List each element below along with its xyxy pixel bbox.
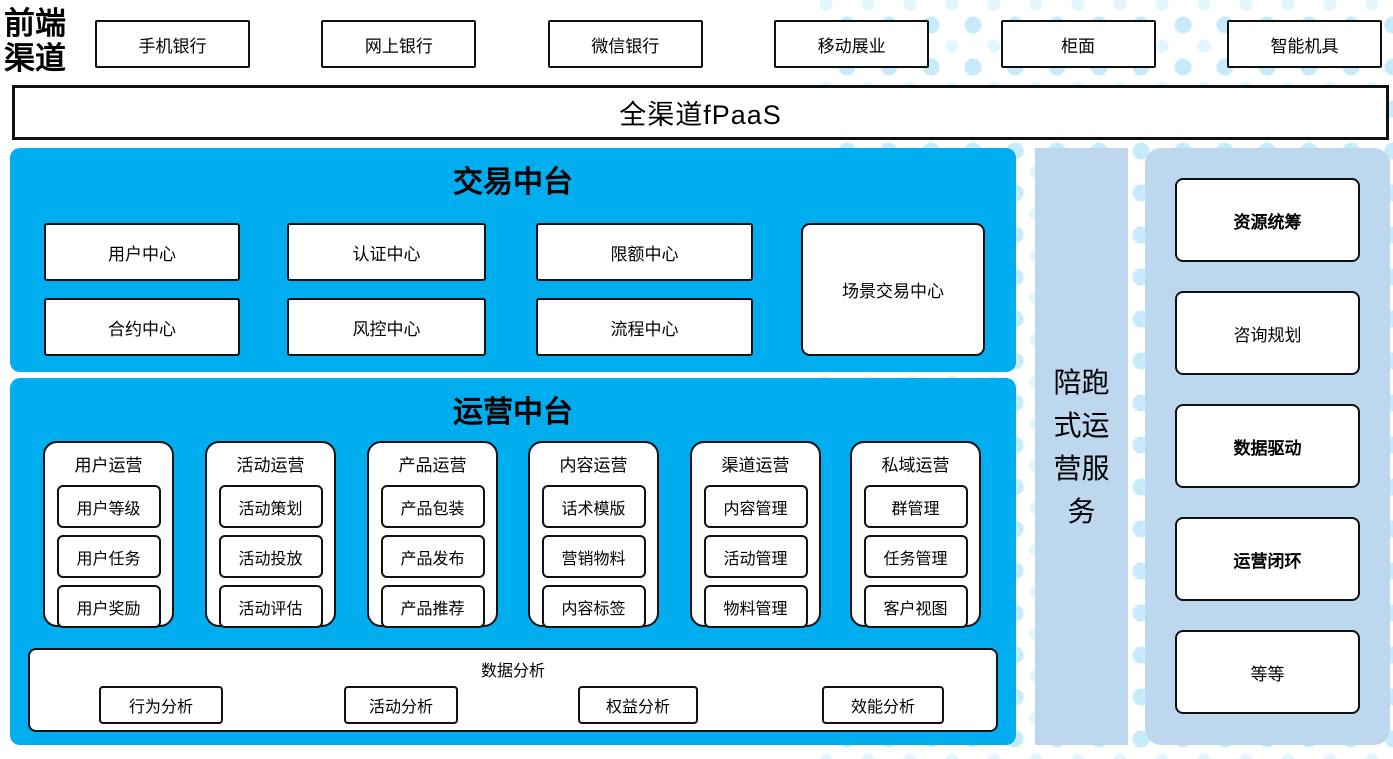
item-group-mgmt: 群管理	[863, 485, 968, 528]
channel-mobile-marketing: 移动展业	[774, 20, 930, 68]
trade-platform-panel: 交易中台 用户中心 认证中心 限额中心 合约中心 风控中心 流程中心 场景交易中…	[10, 148, 1016, 372]
channel-mobile-banking: 手机银行	[95, 20, 250, 68]
fpaas-bar: 全渠道fPaaS	[12, 85, 1389, 140]
group-activity-ops-title: 活动运营	[236, 456, 305, 475]
behavior-analysis-box: 行为分析	[99, 686, 223, 724]
channel-row: 手机银行 网上银行 微信银行 移动展业 柜面 智能机具	[95, 20, 1382, 68]
channel-online-banking: 网上银行	[321, 20, 477, 68]
service-resource-coordination: 资源统筹	[1175, 178, 1360, 262]
activity-analysis-box: 活动分析	[344, 686, 458, 724]
service-data-driven: 数据驱动	[1175, 404, 1360, 488]
group-product-ops-title: 产品运营	[398, 456, 467, 475]
group-content-ops-title: 内容运营	[559, 456, 628, 475]
item-script-template: 话术模版	[541, 485, 646, 528]
limit-center-box: 限额中心	[536, 223, 753, 281]
item-material-mgmt: 物料管理	[703, 585, 808, 628]
item-product-package: 产品包装	[380, 485, 485, 528]
channel-counter: 柜面	[1000, 20, 1156, 68]
item-product-recommend: 产品推荐	[380, 585, 485, 628]
item-activity-launch: 活动投放	[218, 535, 323, 578]
benefit-analysis-box: 权益分析	[578, 686, 698, 724]
service-ops-closed-loop: 运营闭环	[1175, 517, 1360, 601]
group-channel-ops-title: 渠道运营	[721, 456, 790, 475]
data-analysis-box: 数据分析 行为分析 活动分析 权益分析 效能分析	[28, 648, 998, 732]
contract-center-box: 合约中心	[44, 298, 240, 356]
group-channel-ops-items: 内容管理 活动管理 物料管理	[692, 485, 819, 628]
group-product-ops: 产品运营 产品包装 产品发布 产品推荐	[367, 441, 498, 628]
channel-smart-devices: 智能机具	[1226, 20, 1382, 68]
companion-service-band-text: 陪跑 式运 营服 务	[1053, 361, 1109, 533]
companion-service-band: 陪跑 式运 营服 务	[1035, 148, 1128, 745]
ops-platform-panel: 运营中台 用户运营 用户等级 用户任务 用户奖励 活动运营 活动策划 活动投放 …	[10, 378, 1016, 745]
service-etc: 等等	[1175, 630, 1360, 714]
ops-platform-title: 运营中台	[453, 396, 573, 429]
item-customer-view: 客户视图	[863, 585, 968, 628]
item-user-level: 用户等级	[56, 485, 161, 528]
item-activity-plan: 活动策划	[218, 485, 323, 528]
group-private-domain-ops-items: 群管理 任务管理 客户视图	[852, 485, 979, 628]
band-line-2: 式运	[1053, 409, 1110, 441]
trade-platform-title: 交易中台	[453, 166, 573, 199]
group-content-ops: 内容运营 话术模版 营销物料 内容标签	[528, 441, 659, 628]
companion-services-panel: 资源统筹 咨询规划 数据驱动 运营闭环 等等	[1145, 148, 1390, 745]
item-content-tag: 内容标签	[541, 585, 646, 628]
band-line-1: 陪跑	[1053, 366, 1110, 398]
item-product-release: 产品发布	[380, 535, 485, 578]
efficiency-analysis-box: 效能分析	[822, 686, 944, 724]
channel-wechat-banking: 微信银行	[547, 20, 703, 68]
item-activity-eval: 活动评估	[218, 585, 323, 628]
item-user-reward: 用户奖励	[56, 585, 161, 628]
scene-trade-center-box: 场景交易中心	[801, 223, 985, 356]
user-center-box: 用户中心	[44, 223, 240, 281]
auth-center-box: 认证中心	[287, 223, 486, 281]
item-activity-mgmt: 活动管理	[703, 535, 808, 578]
group-activity-ops-items: 活动策划 活动投放 活动评估	[207, 485, 334, 628]
band-line-3: 营服	[1053, 452, 1110, 484]
item-marketing-material: 营销物料	[541, 535, 646, 578]
group-user-ops-items: 用户等级 用户任务 用户奖励	[45, 485, 172, 628]
item-task-mgmt: 任务管理	[863, 535, 968, 578]
group-user-ops-title: 用户运营	[74, 456, 143, 475]
group-private-domain-ops-title: 私域运营	[881, 456, 950, 475]
group-content-ops-items: 话术模版 营销物料 内容标签	[530, 485, 657, 628]
front-channels-label: 前端 渠道	[4, 6, 92, 76]
band-line-4: 务	[1067, 495, 1096, 527]
group-user-ops: 用户运营 用户等级 用户任务 用户奖励	[43, 441, 174, 628]
data-analysis-title: 数据分析	[480, 663, 545, 680]
group-activity-ops: 活动运营 活动策划 活动投放 活动评估	[205, 441, 336, 628]
front-channels-label-line1: 前端	[4, 6, 66, 41]
risk-center-box: 风控中心	[287, 298, 486, 356]
group-private-domain-ops: 私域运营 群管理 任务管理 客户视图	[850, 441, 981, 628]
item-content-mgmt: 内容管理	[703, 485, 808, 528]
process-center-box: 流程中心	[536, 298, 753, 356]
front-channels-label-line2: 渠道	[4, 41, 66, 76]
group-product-ops-items: 产品包装 产品发布 产品推荐	[369, 485, 496, 628]
group-channel-ops: 渠道运营 内容管理 活动管理 物料管理	[690, 441, 821, 628]
item-user-task: 用户任务	[56, 535, 161, 578]
service-consulting-planning: 咨询规划	[1175, 291, 1360, 375]
